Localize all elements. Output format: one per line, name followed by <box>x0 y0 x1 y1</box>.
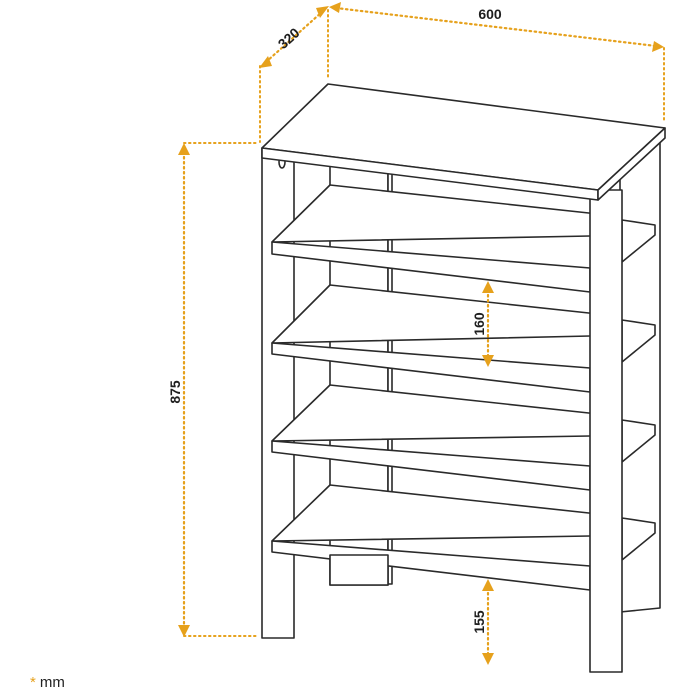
bottom-clearance-label: 155 <box>471 610 487 634</box>
unit-note: *mm <box>30 674 65 691</box>
depth-label: 320 <box>275 24 303 52</box>
extension-lines <box>183 9 665 637</box>
left-front-leg <box>261 147 295 639</box>
width-dimension: 600 <box>329 2 664 52</box>
shelf-4 <box>271 484 599 591</box>
width-label: 600 <box>478 6 502 22</box>
top-panel <box>261 83 666 201</box>
shelf-spacing-dimension: 160 <box>471 281 494 367</box>
back-foot <box>329 554 389 586</box>
right-front-leg <box>589 189 623 673</box>
shelf-3 <box>271 384 599 491</box>
shelf-2 <box>271 284 599 393</box>
depth-dimension: 320 <box>259 6 329 68</box>
shelf-1 <box>271 184 599 293</box>
side-rails <box>621 219 656 561</box>
unit-label: mm <box>39 674 65 691</box>
height-dimension: 875 <box>167 143 190 637</box>
bottom-clearance-dimension: 155 <box>471 579 494 665</box>
height-label: 875 <box>167 380 183 404</box>
shelf-spacing-label: 160 <box>471 312 487 336</box>
unit-asterisk: * <box>30 674 36 691</box>
